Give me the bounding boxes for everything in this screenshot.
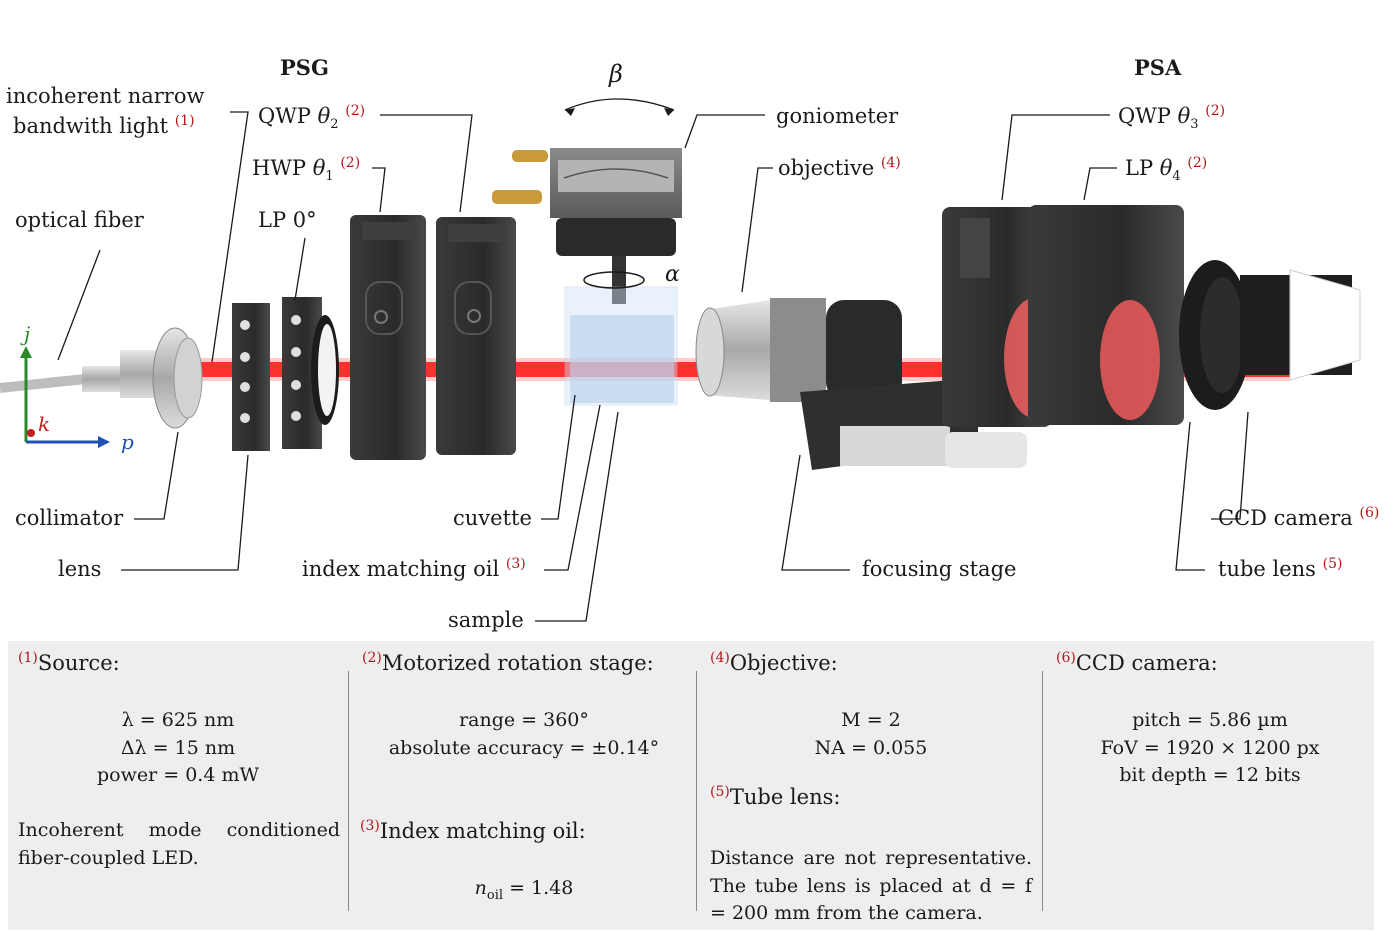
source-power: power = 0.4 mW	[97, 764, 259, 787]
oil-index-value: noil = 1.48	[474, 877, 574, 903]
label-objective: objective (4)	[778, 155, 901, 180]
label-alpha: α	[665, 262, 680, 287]
axis-j-label: j	[24, 322, 31, 346]
label-focusing-stage: focusing stage	[862, 557, 1017, 581]
psa-header: PSA	[1134, 55, 1182, 80]
label-incoherent-light-1: incoherent narrow	[6, 84, 205, 108]
source-note: Incoherent mode conditioned fiber-couple…	[18, 819, 340, 869]
label-beta: β	[609, 60, 623, 88]
spec-tube-lens: (5)Tube lens:	[710, 784, 841, 809]
spec-rotation-stage: (2)Motorized rotation stage: range = 360…	[352, 641, 696, 930]
label-goniometer: goniometer	[776, 104, 899, 128]
ccd-bit-depth: bit depth = 12 bits	[1119, 764, 1301, 787]
label-hwp1: HWP θ1 (2)	[252, 155, 361, 185]
tube-lens-note: Distance are not representative. The tub…	[710, 847, 1032, 925]
label-qwp3: QWP θ3 (2)	[1118, 103, 1226, 133]
panel-divider	[1042, 671, 1043, 911]
axis-p-label: p	[121, 430, 134, 454]
axis-k-label: k	[38, 412, 51, 436]
source-wavelength: λ = 625 nm	[121, 709, 235, 731]
label-index-oil: index matching oil (3)	[302, 556, 526, 581]
index-oil	[570, 315, 674, 403]
spec-panel: (1)Source: λ = 625 nm Δλ = 15 nm power =…	[8, 641, 1374, 930]
hwp-stage	[350, 215, 426, 460]
lens-mount	[232, 303, 270, 451]
panel-divider	[696, 671, 697, 911]
source-bandwidth: Δλ = 15 nm	[120, 736, 236, 759]
spec-objective: (4)Objective: M = 2 NA = 0.055 (5)Tube l…	[700, 641, 1042, 930]
objective-na: NA = 0.055	[814, 736, 928, 759]
spec-index-oil: (3)Index matching oil:	[360, 818, 586, 843]
spec-ccd: (6)CCD camera: pitch = 5.86 µm FoV = 192…	[1046, 641, 1374, 930]
callout-lines	[57, 98, 1249, 622]
label-lens: lens	[58, 557, 102, 581]
goniometer-knob	[512, 150, 548, 162]
label-sample: sample	[448, 608, 524, 632]
psg-header: PSG	[280, 55, 329, 80]
label-collimator: collimator	[15, 506, 124, 530]
objective-magnification: M = 2	[841, 709, 901, 731]
ccd-pitch: pitch = 5.86 µm	[1132, 709, 1288, 731]
label-optical-fiber: optical fiber	[15, 208, 144, 232]
label-lp0: LP 0°	[258, 208, 317, 232]
label-qwp2: QWP θ2 (2)	[258, 103, 366, 133]
label-ccd-camera: CCD camera (6)	[1218, 505, 1380, 530]
alpha-rotation-arrow	[583, 271, 645, 289]
ccd-fov: FoV = 1920 × 1200 px	[1100, 736, 1320, 759]
fiber-connector	[82, 366, 122, 392]
axis-k	[27, 429, 35, 437]
label-tube-lens: tube lens (5)	[1218, 556, 1343, 581]
panel-divider	[348, 671, 349, 911]
stage-range: range = 360°	[459, 709, 589, 731]
collimator-face	[173, 337, 203, 419]
label-incoherent-light-2: bandwith light (1)	[13, 113, 195, 138]
label-cuvette: cuvette	[453, 506, 532, 530]
qwp2-stage	[436, 217, 516, 455]
stage-accuracy: absolute accuracy = ±0.14°	[388, 736, 660, 759]
spec-source: (1)Source: λ = 625 nm Δλ = 15 nm power =…	[8, 641, 348, 930]
setup-illustration	[0, 98, 1361, 622]
label-lp4: LP θ4 (2)	[1125, 155, 1208, 185]
